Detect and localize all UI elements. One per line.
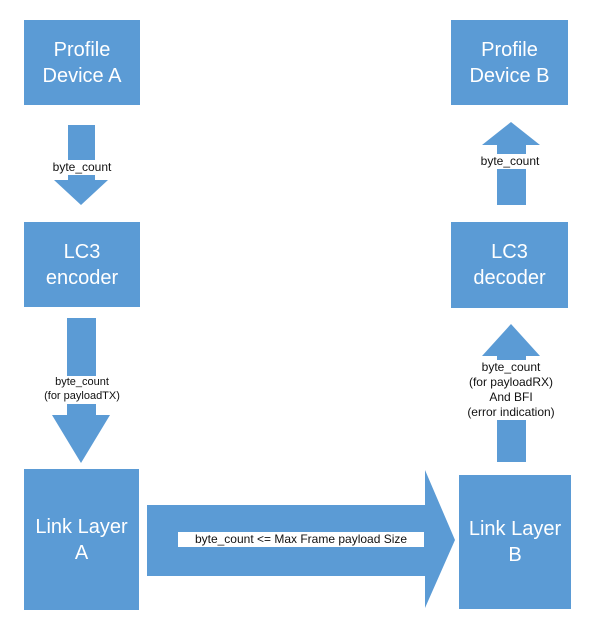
profile-device-a-box: Profile Device A <box>24 20 140 105</box>
label-link-a-to-link-b: byte_count <= Max Frame payload Size <box>178 532 424 547</box>
link-layer-b-box: Link Layer B <box>459 475 571 609</box>
label-decoder-to-profile-b: byte_count <box>474 154 546 169</box>
lc3-decoder-box: LC3 decoder <box>451 222 568 308</box>
label-encoder-to-link-a: byte_count (for payloadTX) <box>34 376 130 404</box>
link-layer-a-box: Link Layer A <box>24 469 139 610</box>
lc3-encoder-box: LC3 encoder <box>24 222 140 307</box>
label-link-b-to-decoder: byte_count (for payloadRX) And BFI (erro… <box>458 360 564 420</box>
label-profile-to-encoder: byte_count <box>46 160 118 175</box>
profile-device-b-box: Profile Device B <box>451 20 568 105</box>
